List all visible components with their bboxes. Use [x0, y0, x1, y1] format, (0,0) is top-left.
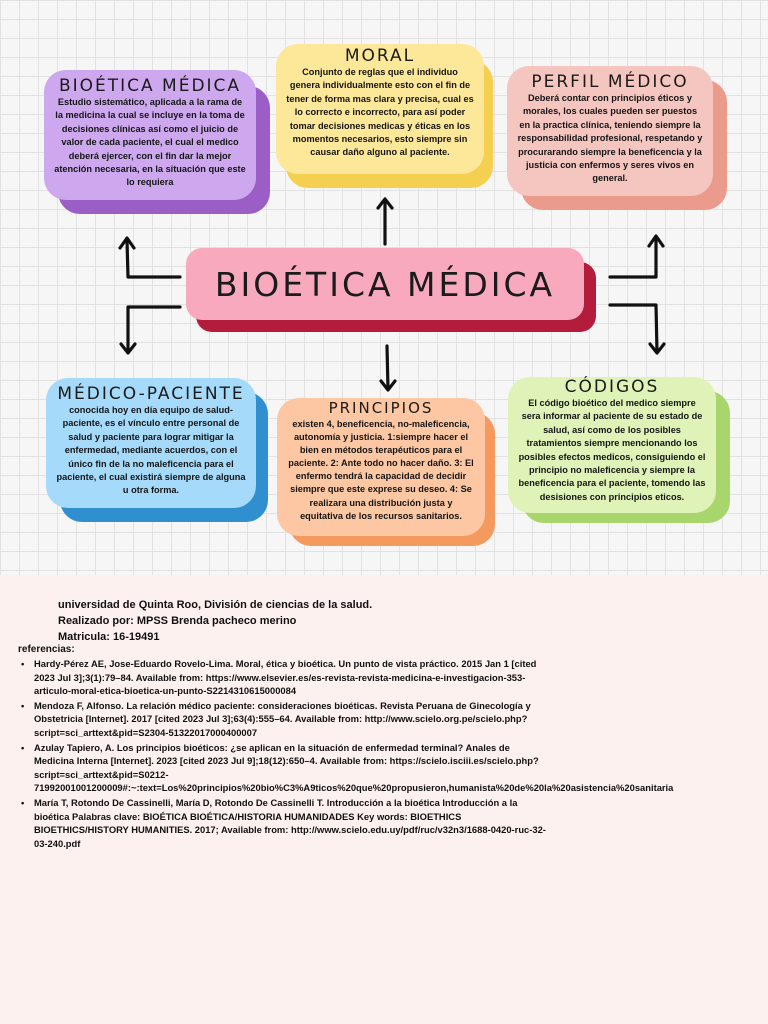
credits-id: Matricula: 16-19491	[58, 631, 160, 643]
node-text: Estudio sistemático, aplicada a la rama …	[54, 97, 246, 188]
node-title: CÓDIGOS	[564, 377, 660, 397]
reference-text: María T, Rotondo De Cassinelli, María D,…	[34, 796, 546, 849]
bullet-icon: •	[21, 699, 25, 711]
reference-item: • María T, Rotondo De Cassinelli, María D…	[18, 796, 548, 850]
bullet-icon: •	[21, 658, 25, 669]
bullet-icon: •	[21, 741, 25, 753]
credits-author: Realizado por: MPSS Brenda pacheco merin…	[58, 615, 297, 627]
node-title: PRINCIPIOS	[328, 399, 434, 417]
bullet-icon: •	[21, 796, 25, 808]
reference-item: • Azulay Tapiero, A. Los principios bioét…	[18, 741, 673, 795]
node-face: MORAL Conjunto de reglas que el individu…	[276, 44, 484, 174]
node-text: Deberá contar con principios éticos y mo…	[517, 93, 703, 184]
node-text: existen 4, beneficencia, no-maleficencia…	[288, 419, 474, 521]
node-title: PERFIL MÉDICO	[531, 72, 689, 92]
node-face: MÉDICO-PACIENTE conocida hoy en día equi…	[46, 378, 256, 508]
reference-text: Mendoza F, Alfonso. La relación médico p…	[34, 699, 531, 738]
central-title: BIOÉTICA MÉDICA	[214, 265, 556, 304]
node-title: MORAL	[344, 46, 416, 66]
node-text: El código bioético del medico siempre se…	[518, 398, 706, 502]
node-face: PERFIL MÉDICO Deberá contar con principi…	[507, 66, 713, 196]
arrow-to-moral	[376, 197, 394, 246]
arrow-to-perfil	[608, 234, 665, 279]
arrow-to-principios	[379, 344, 397, 392]
connector-arrows	[118, 197, 666, 392]
references-heading: referencias:	[18, 644, 75, 655]
node-face: CÓDIGOS El código bioético del medico si…	[508, 377, 716, 513]
node-title: BIOÉTICA MÉDICA	[58, 76, 242, 96]
mind-map-canvas: BIOÉTICA MÉDICA BIOÉTICA MÉDICA Estudio …	[0, 0, 768, 575]
reference-text: Azulay Tapiero, A. Los principios bioéti…	[34, 741, 674, 794]
node-face: BIOÉTICA MÉDICA Estudio sistemático, apl…	[44, 70, 256, 200]
node-face: PRINCIPIOS existen 4, beneficencia, no-m…	[277, 398, 485, 536]
arrow-to-bioetica	[118, 236, 182, 279]
node-title: MÉDICO-PACIENTE	[57, 384, 245, 404]
reference-item: • Mendoza F, Alfonso. La relación médico …	[18, 699, 548, 740]
central-node-face: BIOÉTICA MÉDICA	[186, 248, 584, 320]
credits-university: universidad de Quinta Roo, División de c…	[58, 599, 373, 611]
references-list: • Hardy-Pérez AE, Jose-Eduardo Rovelo-Lim…	[18, 657, 673, 851]
reference-text: Hardy-Pérez AE, Jose-Eduardo Rovelo-Lima…	[34, 658, 537, 697]
arrow-to-codigos	[608, 303, 666, 355]
arrow-to-medico-paciente	[119, 305, 182, 355]
node-text: Conjunto de reglas que el individuo gene…	[286, 67, 474, 158]
reference-item: • Hardy-Pérez AE, Jose-Eduardo Rovelo-Lim…	[18, 657, 548, 698]
node-text: conocida hoy en día equipo de salud-paci…	[56, 405, 246, 496]
credits: universidad de Quinta Roo, División de c…	[58, 597, 372, 645]
